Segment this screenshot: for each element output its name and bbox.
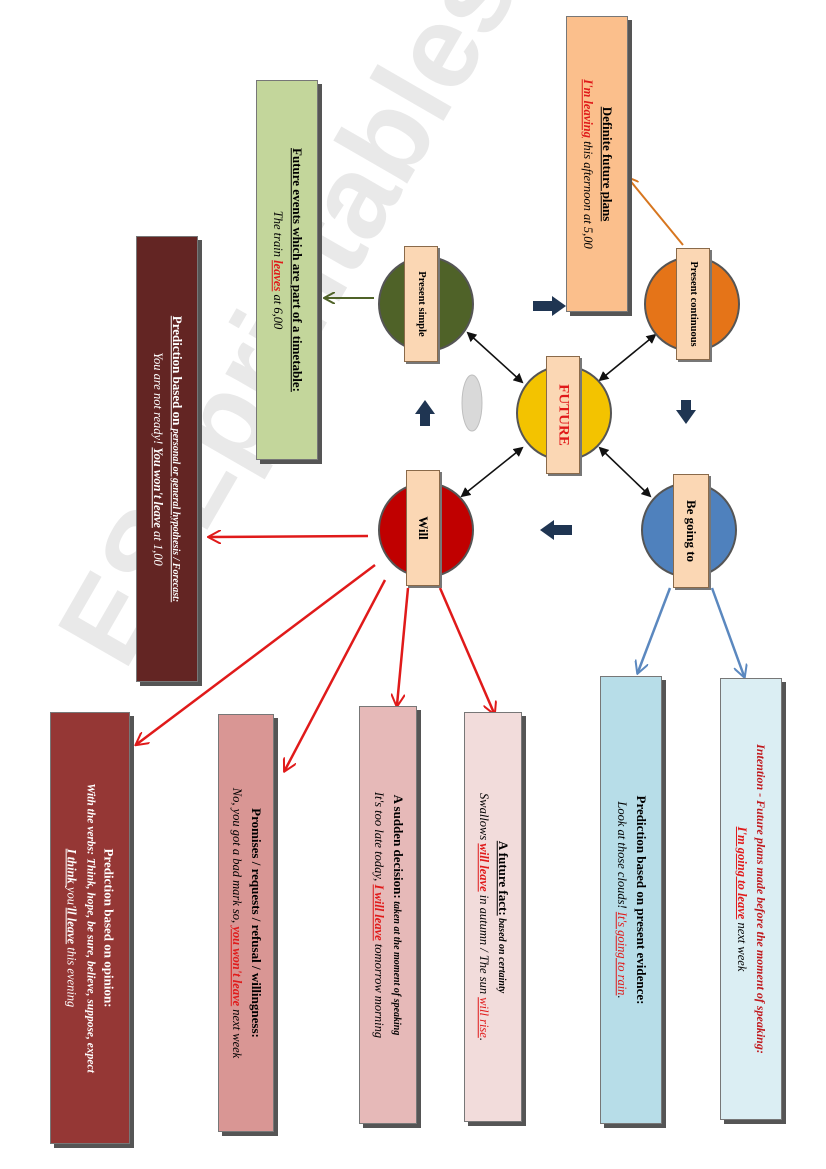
boxes-future-fact-title-small-text: based on certainty (495, 915, 507, 994)
box-intention: Intention - Future plans made before the… (720, 678, 782, 1120)
boxes-future-fact-ex-pre-text: Swallows (476, 793, 491, 844)
boxes-opinion-ex-mid-text: you' (64, 886, 79, 908)
box-prediction-hypothesis: Prediction based on personal or general … (136, 236, 198, 682)
link-present-simple (466, 331, 524, 384)
box-opinion: Prediction based on opinion: With the ve… (50, 712, 130, 1144)
center-label-text: FUTURE (555, 384, 572, 446)
link-going-to (598, 446, 652, 498)
arrow-to-sudden-decision (397, 587, 410, 705)
boxes-intention-ex-highlight-text: I'm going to leave (735, 826, 750, 920)
boxes-sudden-decision-ex-pre-text: It's too late today, (371, 791, 386, 885)
boxes-sudden-decision-ex-highlight-text: I will leave (371, 884, 386, 941)
box-promises: Promises / requests / refusal / willingn… (218, 714, 274, 1132)
arrow-to-prediction-hypothesis (210, 536, 369, 537)
boxes-opinion-ex-bold-text: ll leave (64, 907, 79, 945)
label-present-simple: Present simple (404, 246, 438, 362)
boxes-opinion-title-text: Prediction based on opinion: (101, 848, 117, 1008)
block-arrow-bottom (540, 520, 572, 540)
boxes-timetable-title-text: Future events which are part of a timeta… (289, 148, 305, 392)
boxes-evidence-ex-highlight-text: It's going to rain (614, 911, 629, 996)
boxes-evidence-ex-pre-text: Look at those clouds! (614, 801, 629, 912)
arrow-to-intention (710, 587, 744, 676)
boxes-prediction-hypothesis-title-small-text: personal or general hypothesis / Forecas… (169, 428, 181, 603)
boxes-definite-plans-ex-highlight-text: I'm leaving (580, 79, 595, 138)
boxes-future-fact-title-text: A future fact: (495, 840, 511, 916)
boxes-sudden-decision-title-small-text: taken at the moment of speaking (390, 898, 402, 1036)
boxes-evidence-title-text: Prediction based on present evidence: (633, 795, 649, 1005)
boxes-future-fact-ex-mid-text: in autumn / The sun (476, 891, 491, 998)
nodes-present-continuous-text: Present continuous (687, 261, 699, 347)
boxes-evidence-ex-rest-text: . (614, 995, 629, 999)
arrow-to-future-fact (438, 587, 494, 713)
boxes-sudden-decision-title-text: A sudden decision: (390, 794, 406, 899)
nodes-be-going-to-text: Be going to (684, 499, 700, 563)
boxes-promises-title-text: Promises / requests / refusal / willingn… (248, 808, 264, 1038)
boxes-opinion-verbs-text: With the verbs: Think, hope, be sure, be… (84, 783, 97, 1073)
box-future-fact: A future fact: based on certainty Swallo… (464, 712, 522, 1122)
link-will (460, 446, 524, 498)
boxes-prediction-hypothesis-ex-bold-text: You won't leave (150, 447, 165, 528)
arrow-to-evidence (638, 587, 672, 672)
label-will: Will (406, 470, 440, 586)
boxes-future-fact-ex-highlight2-text: will rise (476, 997, 491, 1038)
boxes-definite-plans-ex-rest-text: this afternoon at 5,00 (580, 137, 595, 249)
link-present-continuous (598, 333, 657, 382)
box-sudden-decision: A sudden decision: taken at the moment o… (359, 706, 417, 1124)
box-timetable: Future events which are part of a timeta… (256, 80, 318, 460)
label-present-continuous: Present continuous (676, 248, 710, 360)
label-future: FUTURE (546, 356, 580, 474)
boxes-promises-ex-highlight-text: you won't leave (229, 926, 244, 1007)
box-definite-plans: Definite future plans I'm leaving this a… (566, 16, 628, 312)
boxes-opinion-ex-pre-text: I think (64, 848, 79, 887)
arrow-to-promises (285, 579, 387, 770)
nodes-will-text: Will (416, 516, 432, 540)
label-be-going-to: Be going to (673, 474, 709, 588)
box-evidence: Prediction based on present evidence: Lo… (600, 676, 662, 1124)
boxes-timetable-ex-rest-text: at 6,00 (270, 291, 285, 330)
boxes-sudden-decision-ex-rest-text: tomorrow morning (371, 940, 386, 1039)
boxes-opinion-ex-rest-text: this evening (64, 944, 79, 1008)
boxes-promises-ex-rest-text: next week (229, 1006, 244, 1059)
boxes-prediction-hypothesis-title-text: Prediction based on (169, 315, 185, 429)
boxes-prediction-hypothesis-ex-pre-text: You are not ready! (150, 352, 165, 448)
boxes-intention-title-text: Intention - Future plans made before the… (753, 744, 768, 1054)
boxes-definite-plans-title-text: Definite future plans (599, 106, 615, 222)
boxes-future-fact-ex-highlight-text: will leave (476, 843, 491, 892)
boxes-intention-ex-rest-text: next week (735, 919, 750, 972)
block-arrow-top (533, 296, 566, 316)
boxes-prediction-hypothesis-ex-rest-text: at 1,00 (150, 527, 165, 566)
boxes-future-fact-ex-rest-text: . (476, 1037, 491, 1041)
nodes-present-simple-text: Present simple (415, 271, 427, 337)
boxes-promises-ex-pre-text: No, you got a bad mark so, (229, 787, 244, 927)
arrow-to-definite-plans (628, 178, 684, 246)
center-ellipse (461, 374, 483, 432)
block-arrow-right (676, 400, 696, 424)
boxes-timetable-ex-highlight-text: leaves (270, 260, 285, 292)
arrow-to-opinion (137, 564, 376, 744)
block-arrow-left (415, 400, 435, 426)
boxes-timetable-ex-pre-text: The train (270, 210, 285, 261)
